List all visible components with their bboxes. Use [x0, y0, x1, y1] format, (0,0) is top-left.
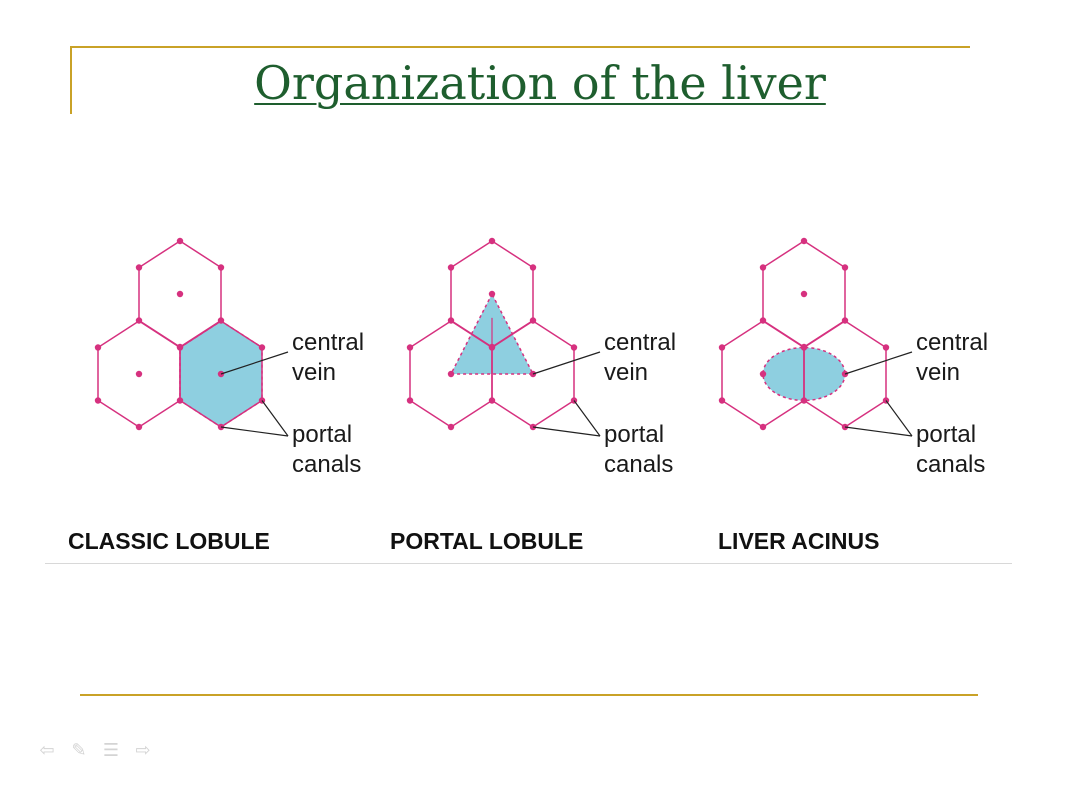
- portal-canal-leader: [844, 426, 913, 437]
- portal-canal-leader: [573, 400, 601, 437]
- portal-canal-dot: [217, 317, 225, 324]
- portal-canal-dot: [94, 397, 102, 404]
- portal-canal-dot: [718, 344, 726, 351]
- portal-canal-dot: [570, 344, 578, 351]
- portal-canal-dot: [759, 317, 767, 324]
- title-frame-left: [70, 46, 72, 114]
- central-vein-label: vein: [916, 359, 960, 386]
- portal-canal-dot: [447, 264, 455, 271]
- portal-canal-dot: [529, 317, 537, 324]
- page-title: Organization of the liver: [254, 56, 826, 110]
- portal-canal-dot: [94, 344, 102, 351]
- portal-canal-dot: [718, 397, 726, 404]
- portal-canal-dot: [135, 264, 143, 271]
- pen-icon[interactable]: ✎: [71, 740, 87, 761]
- portal-canals-label: canals: [916, 451, 985, 478]
- panel-caption: PORTAL LOBULE: [390, 528, 583, 554]
- central-vein-label: central: [604, 329, 676, 356]
- bottom-rule: [80, 694, 978, 696]
- portal-canal-dot: [882, 344, 890, 351]
- title-frame-top: [70, 46, 970, 48]
- portal-canal-dot: [176, 397, 184, 404]
- central-vein-dot: [800, 290, 808, 298]
- forward-arrow-icon[interactable]: ⇨: [135, 740, 151, 761]
- portal-canals-label: portal: [916, 421, 976, 448]
- portal-canal-dot: [135, 423, 143, 431]
- portal-canal-dot: [759, 423, 767, 431]
- portal-canal-dot: [841, 317, 849, 324]
- central-vein-dot: [135, 370, 143, 378]
- portal-canal-dot: [759, 264, 767, 271]
- central-vein-dot: [176, 290, 184, 298]
- central-vein-label: vein: [604, 359, 648, 386]
- back-arrow-icon[interactable]: ⇦: [39, 740, 55, 761]
- portal-canal-dot: [529, 264, 537, 271]
- portal-canals-label: canals: [604, 451, 673, 478]
- portal-canal-dot: [176, 344, 184, 351]
- portal-canal-leader: [220, 426, 289, 437]
- portal-canal-dot: [841, 264, 849, 271]
- panel-caption: LIVER ACINUS: [718, 528, 879, 554]
- portal-canal-dot: [488, 397, 496, 404]
- portal-canal-dot: [800, 397, 808, 404]
- slide-nav: ⇦ ✎ ☰ ⇨: [36, 740, 154, 762]
- portal-canal-dot: [800, 344, 808, 351]
- portal-canal-dot: [135, 317, 143, 324]
- portal-canal-dot: [447, 423, 455, 431]
- portal-canal-dot: [488, 237, 496, 245]
- portal-canal-dot: [800, 237, 808, 245]
- central-vein-leader: [532, 351, 601, 375]
- portal-canal-leader: [885, 400, 913, 437]
- portal-canal-dot: [217, 264, 225, 271]
- portal-canal-dot: [447, 317, 455, 324]
- portal-canal-leader: [532, 426, 601, 437]
- central-vein-label: central: [916, 329, 988, 356]
- central-vein-leader: [844, 351, 913, 375]
- central-vein-label: central: [292, 329, 364, 356]
- portal-canal-dot: [406, 344, 414, 351]
- portal-canal-dot: [258, 344, 266, 351]
- portal-canals-label: portal: [292, 421, 352, 448]
- content-divider: [45, 563, 1012, 564]
- central-vein-leader: [220, 351, 289, 375]
- portal-canal-dot: [176, 237, 184, 245]
- portal-canal-dot: [488, 344, 496, 351]
- central-vein-dot: [759, 370, 767, 378]
- menu-icon[interactable]: ☰: [102, 740, 120, 761]
- portal-canal-dot: [406, 397, 414, 404]
- portal-canals-label: canals: [292, 451, 361, 478]
- panel-caption: CLASSIC LOBULE: [68, 528, 270, 554]
- central-vein-dot: [447, 370, 455, 378]
- central-vein-label: vein: [292, 359, 336, 386]
- central-vein-dot: [488, 290, 496, 298]
- portal-canal-leader: [261, 400, 289, 437]
- portal-canals-label: portal: [604, 421, 664, 448]
